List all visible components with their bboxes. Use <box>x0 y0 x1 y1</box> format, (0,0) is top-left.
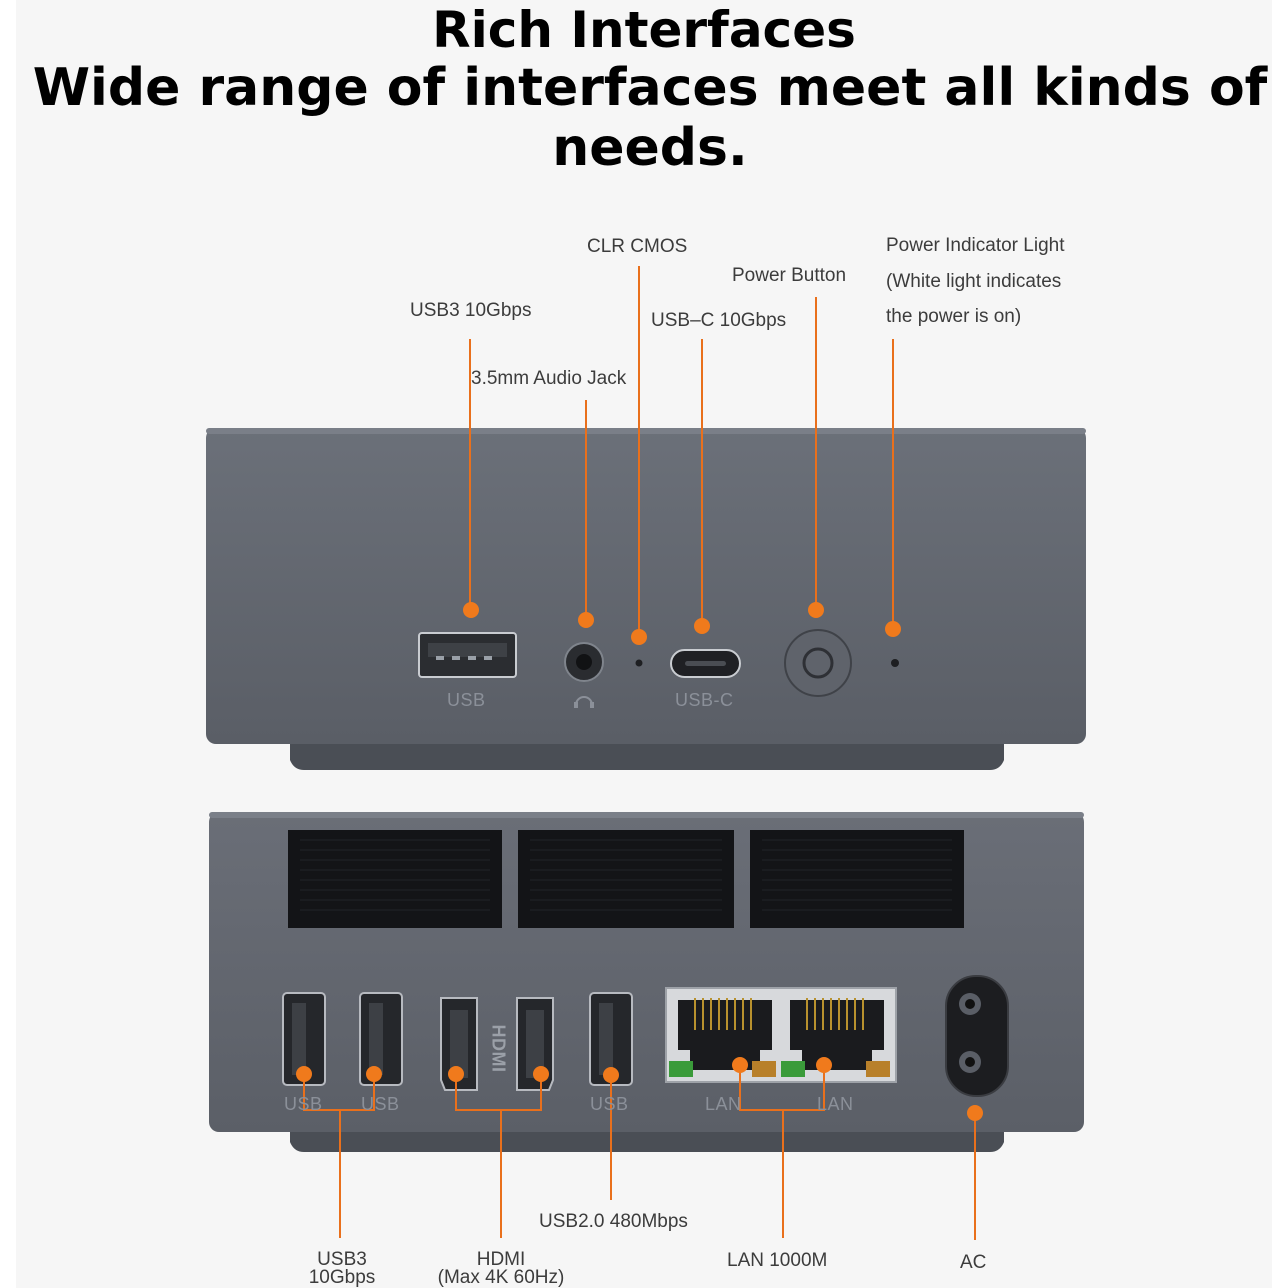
usbc-callout-line <box>701 339 703 626</box>
front-power-light <box>891 659 899 667</box>
rear-lan-printed-label-2: LAN <box>817 1094 854 1114</box>
front-usbc-port <box>670 649 741 678</box>
usb3-marker-dot <box>463 602 479 618</box>
audio-callout-label: 3.5mm Audio Jack <box>471 368 627 389</box>
rear-usb3-marker-dot-1 <box>296 1066 312 1082</box>
usb2-marker-dot <box>603 1067 619 1083</box>
usb3-callout-label: USB3 10Gbps <box>410 300 532 321</box>
front-power-button <box>784 629 852 697</box>
usb2-callout-label: USB2.0 480Mbps <box>539 1211 688 1232</box>
rear-usb-printed-label-2: USB <box>361 1094 400 1114</box>
front-audio-jack <box>564 642 604 708</box>
power-light-callout-label-line-3: the power is on) <box>886 306 1022 327</box>
power-light-callout-label-line-2: (White light indicates <box>886 271 1062 292</box>
usb3-callout-line <box>469 339 471 610</box>
hdmi-marker-dot-1 <box>448 1066 464 1082</box>
lan-marker-dot-2 <box>816 1057 832 1073</box>
audio-callout-line <box>585 400 587 620</box>
lan-marker-dot-1 <box>732 1057 748 1073</box>
clr-cmos-callout-line <box>638 266 640 637</box>
rear-usb3-callout-label-line-1: USB3 <box>317 1249 367 1270</box>
front-clr-cmos-hole <box>635 659 643 667</box>
clr-cmos-callout-label: CLR CMOS <box>587 236 688 257</box>
rear-usb-printed-label-1: USB <box>284 1094 323 1114</box>
rear-hdmi-printed-label: HDMI <box>488 1024 509 1073</box>
power-light-marker-dot <box>885 621 901 637</box>
hdmi-callout-label-line-1: HDMI <box>476 1249 526 1270</box>
front-usb-port <box>418 632 517 678</box>
hdmi-callout-label-line-2: (Max 4K 60Hz) <box>437 1267 565 1288</box>
hdmi-marker-dot-2 <box>533 1066 549 1082</box>
power-light-callout-line <box>892 339 894 629</box>
ac-callout-label: AC <box>960 1252 987 1273</box>
power-button-callout-line <box>815 297 817 610</box>
rear-usb-ports <box>282 992 633 1086</box>
rear-usb3-callout-label-line-2: 10Gbps <box>308 1267 376 1288</box>
front-usbc-printed-label: USB-C <box>675 690 734 710</box>
rear-device <box>209 812 1084 1152</box>
rear-lan-printed-label-1: LAN <box>705 1094 742 1114</box>
front-device <box>206 428 1086 770</box>
page-title: Rich Interfaces <box>432 1 856 59</box>
rear-usb3-marker-dot-2 <box>366 1066 382 1082</box>
power-light-callout-label-line-1: Power Indicator Light <box>886 235 1065 256</box>
ac-marker-dot <box>967 1105 983 1121</box>
rear-ac-socket <box>945 975 1009 1097</box>
rear-usb-printed-label-3: USB <box>590 1094 629 1114</box>
lan-callout-label: LAN 1000M <box>727 1250 828 1271</box>
usbc-marker-dot <box>694 618 710 634</box>
annotation-connectors <box>303 1066 976 1240</box>
power-button-marker-dot <box>808 602 824 618</box>
rear-vents <box>288 830 964 928</box>
audio-marker-dot <box>578 612 594 628</box>
power-button-callout-label: Power Button <box>732 265 847 286</box>
page-subtitle: Wide range of interfaces meet all kinds … <box>32 58 1268 178</box>
clr-cmos-marker-dot <box>631 629 647 645</box>
usbc-callout-label: USB–C 10Gbps <box>651 310 787 331</box>
rear-lan-ports <box>665 987 897 1083</box>
front-usb-printed-label: USB <box>447 690 486 710</box>
rear-hdmi-ports <box>440 997 554 1091</box>
